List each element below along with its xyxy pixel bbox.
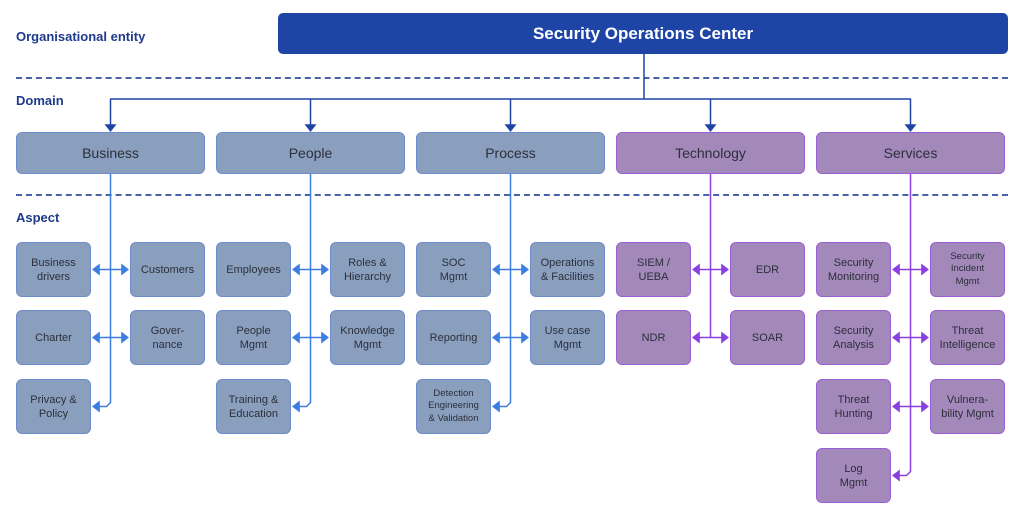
domain-node-services[interactable]: Services [816,132,1005,174]
arrow-left-icon [492,331,500,344]
arrow-left-icon [692,331,700,344]
aspect-node[interactable]: Customers [130,242,205,297]
arrow-left-icon [292,331,300,344]
aspect-node[interactable]: NDR [616,310,691,365]
arrow-down-icon [104,124,117,132]
aspect-node[interactable]: SOC Mgmt [416,242,491,297]
root-node-soc[interactable]: Security Operations Center [278,13,1008,54]
layer-divider [16,194,1008,196]
arrow-right-icon [921,400,929,413]
arrow-right-icon [521,331,529,344]
connector-trunk [293,174,312,408]
aspect-node[interactable]: Privacy & Policy [16,379,91,434]
arrow-left-icon [92,263,100,276]
arrow-right-icon [521,263,529,276]
connector-trunk [893,174,912,477]
aspect-node[interactable]: Charter [16,310,91,365]
aspect-node[interactable]: People Mgmt [216,310,291,365]
aspect-node[interactable]: Detection Engineering & Validation [416,379,491,434]
arrow-right-icon [921,331,929,344]
layer-divider [16,77,1008,79]
arrow-down-icon [504,124,517,132]
aspect-node[interactable]: Gover- nance [130,310,205,365]
aspect-node[interactable]: Security Incident Mgmt [930,242,1005,297]
aspect-node[interactable]: Threat Hunting [816,379,891,434]
aspect-node[interactable]: Knowledge Mgmt [330,310,405,365]
domain-node-people[interactable]: People [216,132,405,174]
aspect-node[interactable]: EDR [730,242,805,297]
aspect-node[interactable]: Vulnera- bility Mgmt [930,379,1005,434]
arrow-left-icon [892,400,900,413]
connector-trunk [93,174,112,408]
connector-trunk [493,174,512,408]
arrow-right-icon [321,263,329,276]
arrow-down-icon [904,124,917,132]
aspect-node[interactable]: Security Analysis [816,310,891,365]
aspect-node[interactable]: Roles & Hierarchy [330,242,405,297]
aspect-node[interactable]: Operations & Facilities [530,242,605,297]
arrow-left-icon [892,263,900,276]
aspect-node[interactable]: SOAR [730,310,805,365]
arrow-right-icon [321,331,329,344]
arrow-left-icon [492,400,500,413]
aspect-node[interactable]: Training & Education [216,379,291,434]
arrow-left-icon [492,263,500,276]
arrow-down-icon [304,124,317,132]
aspect-node[interactable]: SIEM / UEBA [616,242,691,297]
domain-node-technology[interactable]: Technology [616,132,805,174]
arrow-left-icon [692,263,700,276]
aspect-node[interactable]: Employees [216,242,291,297]
arrow-left-icon [92,400,100,413]
arrow-right-icon [721,331,729,344]
aspect-node[interactable]: Reporting [416,310,491,365]
domain-node-business[interactable]: Business [16,132,205,174]
arrow-right-icon [121,331,129,344]
aspect-node[interactable]: Threat Intelligence [930,310,1005,365]
layer-label-organisational-entity: Organisational entity [16,29,146,44]
arrow-right-icon [121,263,129,276]
arrow-left-icon [92,331,100,344]
aspect-node[interactable]: Security Monitoring [816,242,891,297]
aspect-node[interactable]: Business drivers [16,242,91,297]
arrow-right-icon [721,263,729,276]
aspect-node[interactable]: Log Mgmt [816,448,891,503]
layer-label-aspect: Aspect [16,210,60,225]
arrow-right-icon [921,263,929,276]
arrow-left-icon [892,469,900,482]
domain-node-process[interactable]: Process [416,132,605,174]
arrow-left-icon [292,263,300,276]
arrow-left-icon [292,400,300,413]
aspect-node[interactable]: Use case Mgmt [530,310,605,365]
arrow-down-icon [704,124,717,132]
arrow-left-icon [892,331,900,344]
layer-label-domain: Domain [16,93,64,108]
